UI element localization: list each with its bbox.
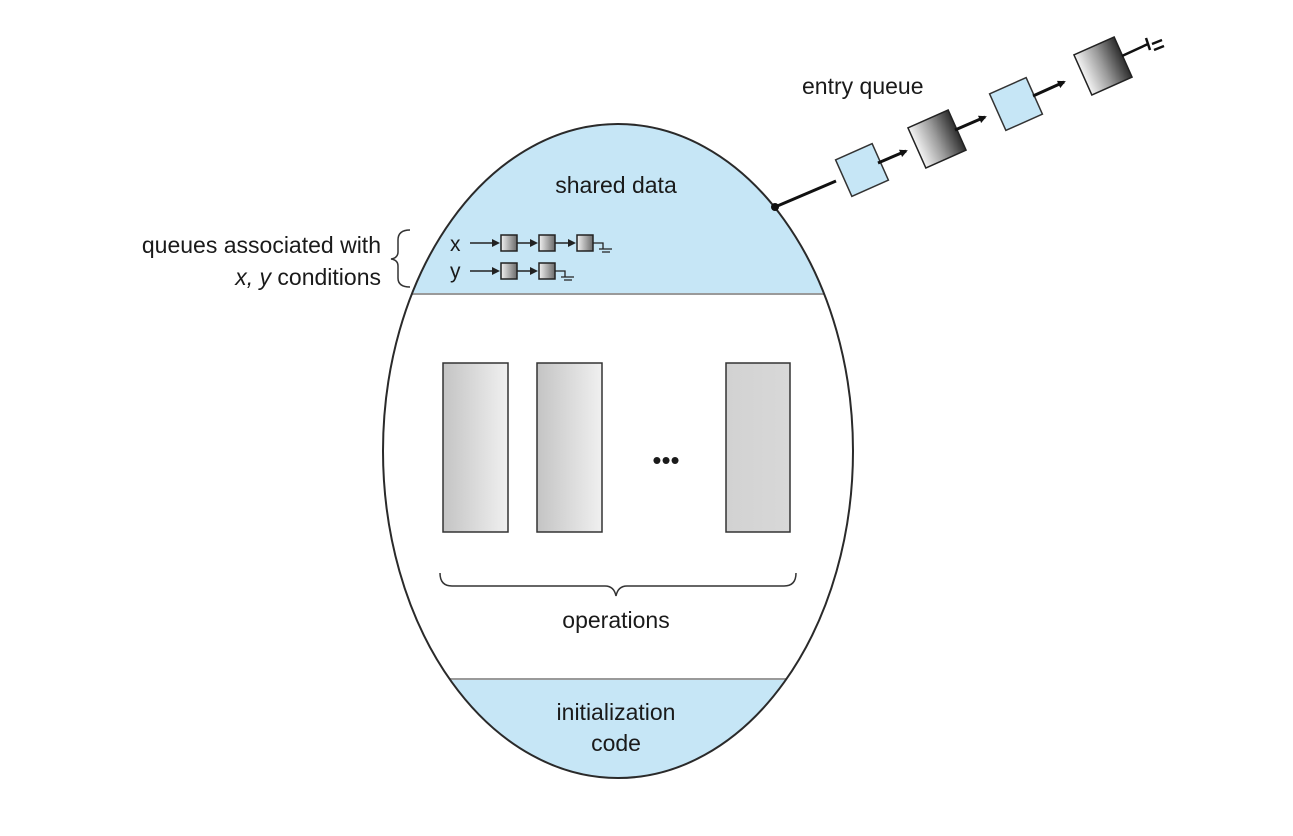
- init-code-line2: code: [591, 730, 641, 756]
- y-queue: [470, 262, 574, 281]
- x-queue-node: [576, 234, 594, 252]
- x-queue: [470, 234, 612, 253]
- operations-label: operations: [562, 607, 669, 633]
- y-queue-null: [555, 270, 574, 281]
- init-code-line1: initialization: [557, 699, 676, 725]
- shared-data-label: shared data: [555, 172, 677, 198]
- entry-node-1: [834, 142, 890, 198]
- operations-group: ••• operations: [439, 362, 797, 633]
- queues-brace: [390, 229, 411, 288]
- y-queue-node: [538, 262, 556, 280]
- condition-queues: x y: [450, 233, 612, 283]
- x-var-label: x,: [234, 264, 253, 290]
- operation-box: [442, 362, 509, 533]
- entry-node-3: [988, 76, 1044, 132]
- queues-annotation-line1: queues associated with: [142, 232, 381, 258]
- entry-queue-label: entry queue: [802, 73, 923, 99]
- y-var-label: y: [258, 264, 273, 290]
- conditions-word: conditions: [277, 264, 381, 290]
- condition-queues-annotation: queues associated with x, y conditions: [142, 229, 411, 290]
- entry-node-4: [1072, 35, 1134, 97]
- operations-ellipsis: •••: [652, 445, 679, 475]
- entry-node-2: [906, 108, 968, 170]
- monitor-outline: [382, 123, 854, 779]
- y-queue-label: y: [450, 260, 461, 283]
- y-queue-node: [500, 262, 518, 280]
- operation-box: [725, 362, 791, 533]
- x-queue-label: x: [450, 233, 461, 256]
- x-queue-null: [593, 242, 612, 253]
- operations-brace: [439, 572, 797, 597]
- x-queue-node: [538, 234, 556, 252]
- x-queue-node: [500, 234, 518, 252]
- entry-queue: entry queue: [771, 35, 1165, 211]
- shared-data-region: [383, 124, 853, 294]
- queues-annotation-line2: x, y conditions: [234, 264, 381, 290]
- entry-queue-null: [1121, 37, 1165, 58]
- operation-box: [536, 362, 603, 533]
